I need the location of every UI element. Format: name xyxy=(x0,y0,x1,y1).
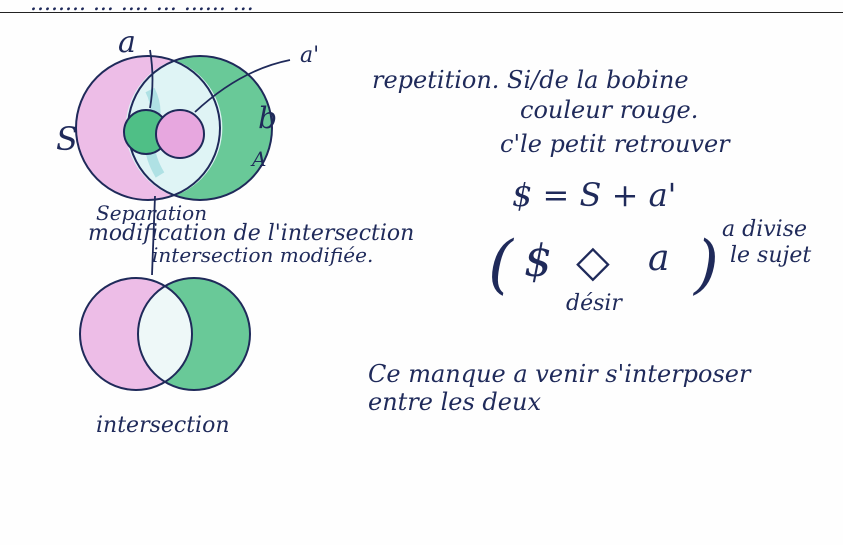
note-repetition: repetition. Si/de la bobine xyxy=(372,66,689,94)
matheme-open-paren: ( xyxy=(488,228,515,302)
note-ce-manque: Ce manque a venir s'interposer xyxy=(368,360,752,388)
venn-separation-diagram: a a' b S A xyxy=(56,25,319,276)
label-b: b xyxy=(258,101,277,136)
matheme-a: a xyxy=(648,238,669,279)
caption-separation: Separation xyxy=(96,201,207,225)
venn2-left-circle-outline xyxy=(79,277,193,391)
pointer-line-down xyxy=(151,195,156,276)
note-couleur-rouge: couleur rouge. xyxy=(520,96,698,124)
venn2-right-circle-outline xyxy=(137,277,251,391)
venn2-intersection-fill xyxy=(137,286,193,382)
label-capital-a: A xyxy=(250,147,266,171)
caption-modification: modification de l'intersection xyxy=(88,221,414,246)
matheme-desir: désir xyxy=(566,291,623,316)
note-a-divise: a divise xyxy=(722,217,807,242)
matheme-close-paren: ) xyxy=(692,228,719,302)
label-a-prime: a' xyxy=(300,43,319,68)
pointer-line-a-prime xyxy=(194,59,291,113)
venn-intersection-diagram xyxy=(79,277,251,391)
matheme-fantasy: ( $ ◇ a ) désir a divise le sujet xyxy=(488,217,811,316)
pointer-line-a xyxy=(149,49,154,109)
matheme-s-barred: $ xyxy=(524,236,552,287)
inner-pink-circle xyxy=(155,109,205,159)
matheme-poincon: ◇ xyxy=(576,236,610,287)
formula-s-barred: $ = S + a' xyxy=(512,176,676,214)
top-rule-line xyxy=(0,12,843,13)
caption-intersection: intersection xyxy=(96,413,230,438)
note-le-sujet: le sujet xyxy=(730,243,811,268)
venn-left-circle-outline xyxy=(75,55,221,201)
label-s: S xyxy=(56,120,78,158)
note-petit-retrouver: c'le petit retrouver xyxy=(500,130,731,158)
caption-top: Separation modification de l'intersectio… xyxy=(88,201,414,267)
note-bottom: Ce manque a venir s'interposer entre les… xyxy=(368,360,752,416)
label-a: a xyxy=(118,25,136,60)
top-scrawl-text: ........ ... .... ... ...... ... xyxy=(30,0,254,16)
notes-right: repetition. Si/de la bobine couleur roug… xyxy=(372,66,731,214)
caption-intersection-modified: intersection modifiée. xyxy=(152,243,373,267)
note-entre-les-deux: entre les deux xyxy=(368,388,541,416)
